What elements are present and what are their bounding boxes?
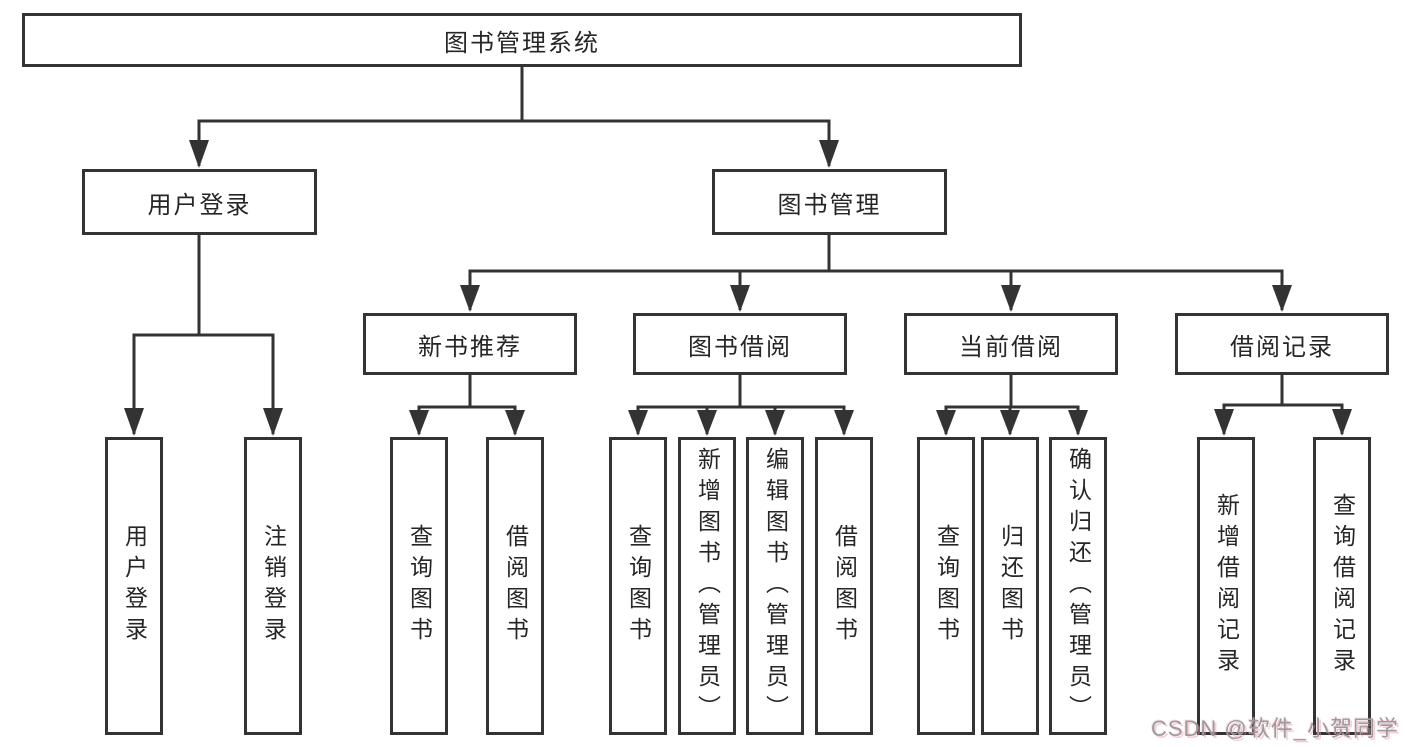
node-user-login: 用户登录	[82, 169, 317, 235]
leaf-edit-books-admin: 编辑图书（管理员）	[746, 437, 804, 735]
leaf-borrow-books-recommend: 借阅图书	[486, 437, 544, 735]
leaf-user-login: 用户登录	[105, 437, 163, 735]
leaf-confirm-return-admin: 确认归还（管理员）	[1049, 437, 1107, 735]
leaf-query-borrow-record: 查询借阅记录	[1313, 437, 1371, 735]
leaf-logout: 注销登录	[244, 437, 302, 735]
node-borrow-records: 借阅记录	[1175, 313, 1389, 375]
leaf-query-books-recommend: 查询图书	[390, 437, 448, 735]
node-book-management: 图书管理	[712, 169, 947, 235]
node-new-book-recommend: 新书推荐	[363, 313, 577, 375]
leaf-add-borrow-record: 新增借阅记录	[1197, 437, 1255, 735]
leaf-borrow-books: 借阅图书	[815, 437, 873, 735]
leaf-add-books-admin: 新增图书（管理员）	[678, 437, 736, 735]
node-book-borrow: 图书借阅	[633, 313, 847, 375]
node-current-borrow: 当前借阅	[904, 313, 1118, 375]
leaf-query-books-current: 查询图书	[917, 437, 975, 735]
leaf-return-books: 归还图书	[981, 437, 1039, 735]
csdn-watermark: CSDN @软件_小贺同学	[1150, 716, 1399, 741]
leaf-query-books-borrow: 查询图书	[609, 437, 667, 735]
root-node-book-management-system: 图书管理系统	[22, 13, 1022, 67]
